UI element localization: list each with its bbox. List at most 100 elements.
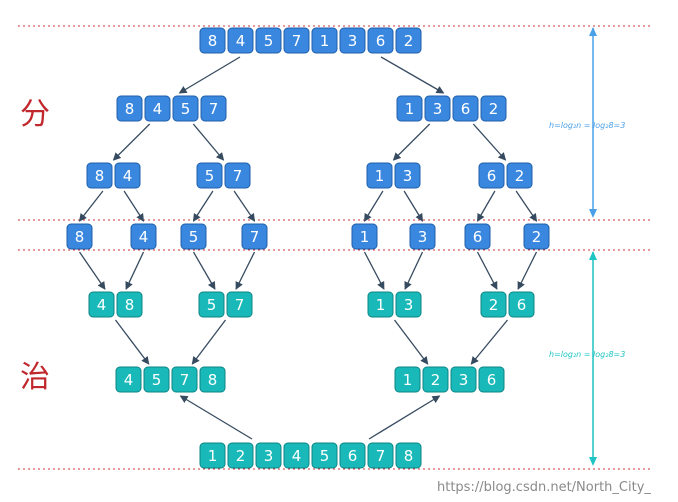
divide-height-label: h=log₂n = log₂8=3 (549, 121, 625, 130)
array-cell-value: 2 (489, 100, 499, 118)
flow-arrow (472, 123, 507, 161)
flow-arrow (515, 190, 538, 222)
divide-group: 5 (180, 223, 207, 250)
array-cell-value: 8 (208, 371, 218, 389)
array-cell (116, 95, 143, 122)
flow-arrow (404, 251, 424, 290)
conquer-height-arrow-bottom (589, 457, 597, 466)
array-cell (506, 162, 533, 189)
array-cell (227, 27, 254, 54)
array-cell (86, 162, 113, 189)
conquer-phase-label: 治 (20, 360, 50, 395)
array-cell-value: 2 (532, 228, 542, 246)
array-cell-value: 8 (125, 100, 135, 118)
array-cell-value: 5 (189, 228, 199, 246)
array-cell (227, 442, 254, 469)
array-cell-value: 4 (123, 167, 133, 185)
array-cell-value: 5 (264, 32, 274, 50)
array-cell-value: 2 (489, 296, 499, 314)
array-cell (180, 223, 207, 250)
flow-arrow (363, 190, 384, 222)
array-cell (424, 95, 451, 122)
array-cell-value: 7 (233, 167, 243, 185)
array-cell (199, 366, 226, 393)
array-cell-value: 6 (487, 167, 497, 185)
flow-arrow (179, 395, 253, 440)
array-cell (224, 162, 251, 189)
divide-phase-label: 分 (20, 97, 50, 132)
array-cell-value: 3 (418, 228, 428, 246)
array-cell-value: 4 (236, 32, 246, 50)
guide-lines (18, 25, 652, 470)
array-cell (88, 291, 115, 318)
divide-height-arrow-bottom (589, 209, 597, 218)
array-cell (143, 366, 170, 393)
array-cell-value: 7 (209, 100, 219, 118)
flow-arrow (368, 395, 441, 440)
array-cell-value: 3 (404, 296, 414, 314)
divide-group: 8 (66, 223, 93, 250)
array-cell-value: 1 (375, 167, 385, 185)
array-cell (409, 223, 436, 250)
flow-arrow (78, 251, 106, 290)
array-cell (199, 27, 226, 54)
flow-arrow (192, 251, 216, 290)
array-cell (66, 223, 93, 250)
array-cell-value: 3 (264, 447, 274, 465)
array-cell-value: 8 (208, 32, 218, 50)
flow-arrow (392, 123, 431, 161)
flow-arrow (233, 190, 256, 222)
array-cell (464, 223, 491, 250)
array-cell-value: 2 (515, 167, 525, 185)
array-cell (255, 442, 282, 469)
array-cell-value: 4 (139, 228, 149, 246)
array-cell-value: 1 (376, 296, 386, 314)
flow-arrow (476, 251, 498, 290)
array-cell-value: 2 (431, 371, 441, 389)
array-cell-value: 7 (292, 32, 302, 50)
array-cell-value: 6 (348, 447, 358, 465)
array-cell-value: 8 (404, 447, 414, 465)
array-cell (422, 366, 449, 393)
divide-group: 7 (241, 223, 268, 250)
array-cell-value: 8 (75, 228, 85, 246)
array-cell-value: 4 (153, 100, 163, 118)
array-cell (395, 291, 422, 318)
array-cell (396, 95, 423, 122)
array-cell-value: 6 (473, 228, 483, 246)
conquer-height-label: h=log₂n = log₂8=3 (549, 350, 625, 359)
conquer-height-arrow-top (589, 251, 597, 260)
array-cell-value: 7 (180, 371, 190, 389)
array-cell-value: 1 (320, 32, 330, 50)
array-cell-value: 3 (403, 167, 413, 185)
flow-arrow (192, 123, 225, 161)
array-cell (508, 291, 535, 318)
array-cell-value: 1 (403, 371, 413, 389)
array-cell (198, 291, 225, 318)
divide-height-arrow-top (589, 27, 597, 36)
flow-arrow (192, 190, 214, 222)
array-cell (114, 162, 141, 189)
flow-arrow (191, 319, 227, 365)
array-cell (144, 95, 171, 122)
flow-arrow (178, 56, 241, 94)
array-cell-value: 8 (125, 296, 135, 314)
flow-arrow (235, 251, 256, 290)
array-cell-value: 4 (97, 296, 107, 314)
array-cell-value: 5 (181, 100, 191, 118)
array-cell (395, 27, 422, 54)
array-cell (452, 95, 479, 122)
array-cell-value: 2 (236, 447, 246, 465)
array-cell (255, 27, 282, 54)
array-cell (367, 442, 394, 469)
array-cell-value: 5 (152, 371, 162, 389)
flow-arrow (78, 190, 104, 222)
array-cell (366, 162, 393, 189)
array-cell-value: 5 (207, 296, 217, 314)
